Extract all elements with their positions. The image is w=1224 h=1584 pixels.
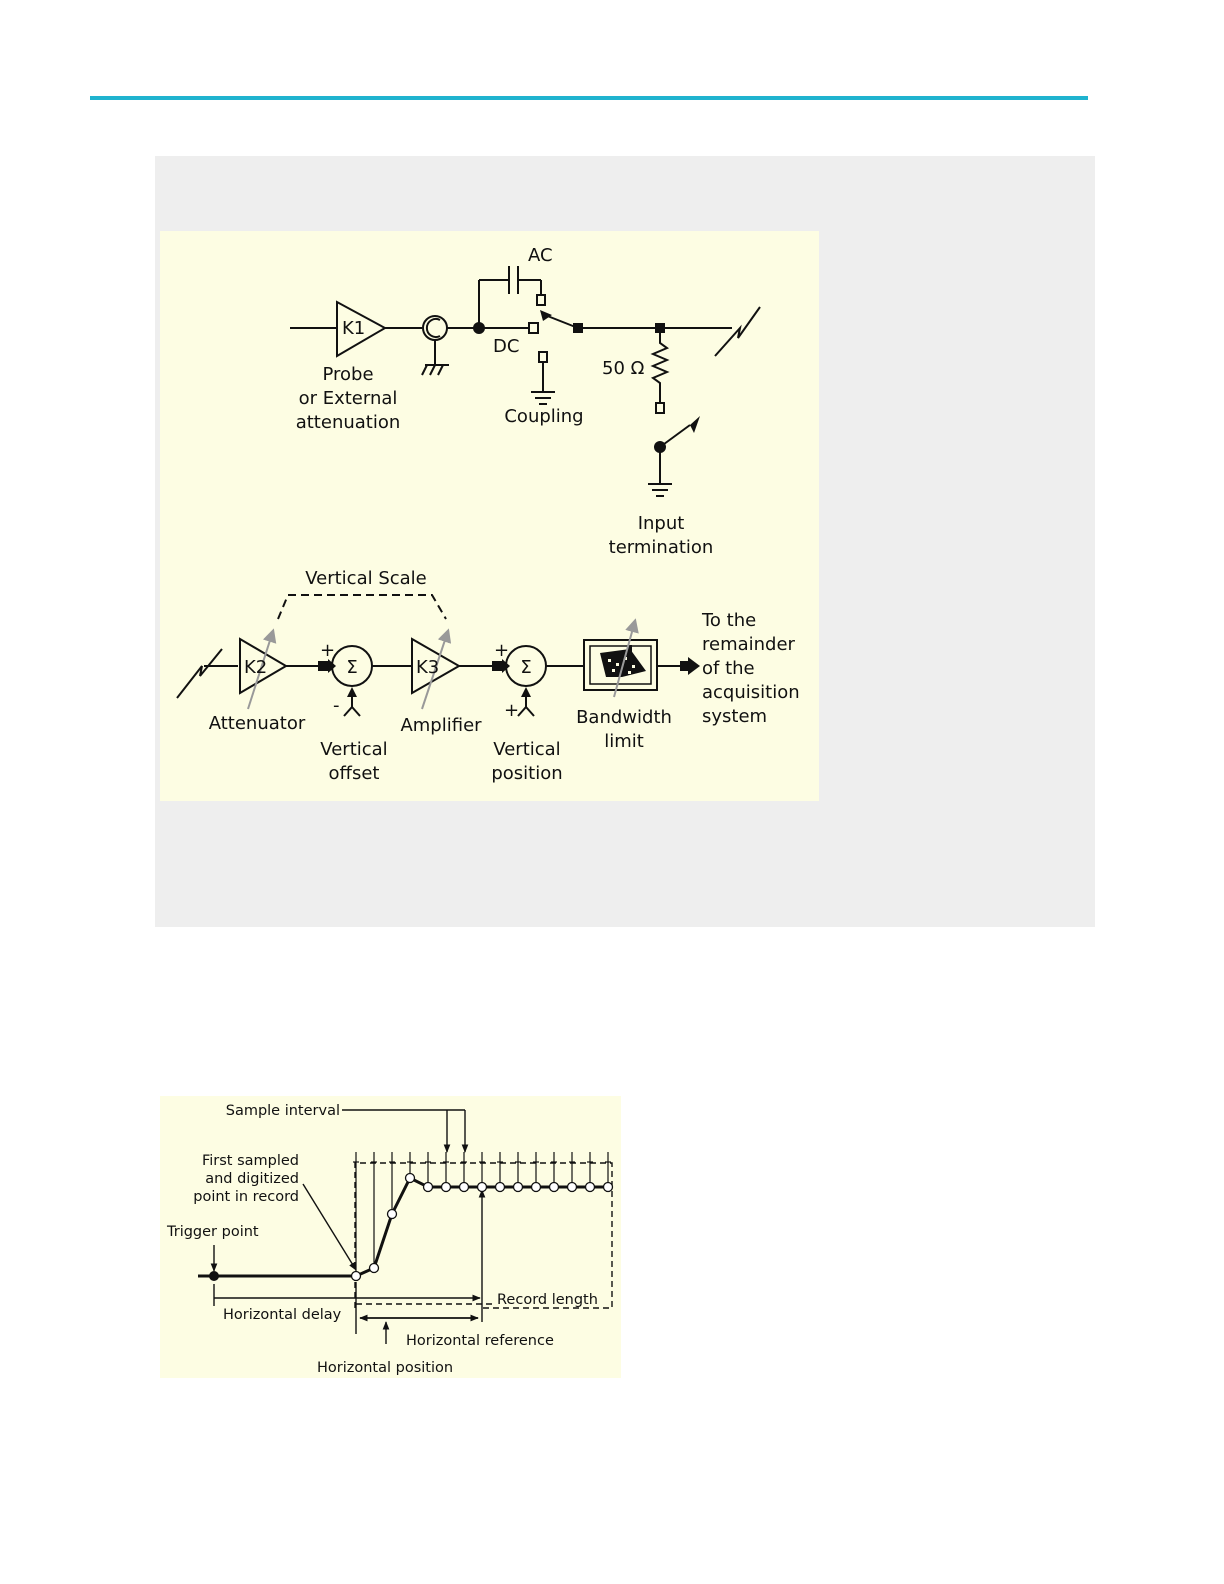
sample-point (548, 1181, 560, 1193)
probe-label-line1: Probe (322, 364, 373, 385)
fifty-ohm-label: 50 Ω (602, 358, 645, 379)
signal-break-symbol (714, 306, 761, 357)
termination-switch-arm (659, 424, 691, 448)
first-sampled-line2: and digitized (205, 1171, 299, 1187)
k1-label: K1 (342, 318, 365, 339)
coupling-label: Coupling (504, 406, 583, 427)
sigma-position: Σ (520, 657, 531, 678)
trigger-point-label: Trigger point (166, 1224, 259, 1240)
position-plus-sign-top: + (494, 640, 509, 661)
attenuator-label: Attenuator (209, 713, 306, 734)
sample-points (350, 1172, 614, 1282)
sample-point (386, 1208, 398, 1220)
sample-point (584, 1181, 596, 1193)
bandwidth-limit-line2: limit (604, 731, 644, 752)
sample-point (494, 1181, 506, 1193)
input-termination-line1: Input (638, 513, 685, 534)
sample-tick-marks (353, 1152, 611, 1271)
vertical-offset-line2: offset (329, 763, 380, 784)
horizontal-record-svg: Sample interval First sampled and digiti… (166, 1103, 614, 1376)
amplifier-label: Amplifier (400, 715, 482, 736)
sample-point (368, 1262, 380, 1274)
sample-point (476, 1181, 488, 1193)
sample-point (566, 1181, 578, 1193)
destination-line5: system (702, 706, 767, 727)
horizontal-record-diagram: Sample interval First sampled and digiti… (160, 1096, 621, 1378)
sample-point (440, 1181, 452, 1193)
destination-line2: remainder (702, 634, 796, 655)
probe-label-line2: or External (299, 388, 398, 409)
first-sampled-line1: First sampled (202, 1153, 299, 1169)
vertical-system-diagram: K1 Probe or External attenuation AC DC C… (160, 231, 819, 801)
vertical-position-line2: position (491, 763, 562, 784)
sample-point (350, 1270, 362, 1282)
vertical-offset-line1: Vertical (320, 739, 387, 760)
sample-point (422, 1181, 434, 1193)
sample-interval-label: Sample interval (226, 1103, 340, 1119)
vertical-scale-bracket (277, 594, 447, 620)
trigger-point-marker (209, 1271, 219, 1281)
k3-label: K3 (416, 657, 439, 678)
vertical-system-svg: K1 Probe or External attenuation AC DC C… (176, 245, 800, 784)
coupling-switch-arm (544, 314, 579, 329)
horizontal-reference-label: Horizontal reference (406, 1333, 554, 1349)
destination-line3: of the (702, 658, 755, 679)
sample-point (404, 1172, 416, 1184)
output-arrow (688, 657, 700, 675)
destination-line1: To the (701, 610, 756, 631)
input-termination-line2: termination (609, 537, 714, 558)
horizontal-position-label: Horizontal position (317, 1360, 453, 1376)
k2-attenuator-triangle (239, 637, 288, 695)
k2-label: K2 (244, 657, 267, 678)
sample-point (458, 1181, 470, 1193)
sample-point (602, 1181, 614, 1193)
vertical-position-line1: Vertical (493, 739, 560, 760)
vertical-scale-label: Vertical Scale (305, 568, 427, 589)
termination-resistor (650, 328, 670, 403)
destination-line4: acquisition (702, 682, 800, 703)
dc-label: DC (493, 336, 519, 357)
record-frame (354, 1162, 613, 1309)
ac-label: AC (528, 245, 553, 266)
probe-label-line3: attenuation (296, 412, 401, 433)
sample-point (530, 1181, 542, 1193)
position-plus-sign-bottom: + (504, 700, 519, 721)
record-length-label: Record length (497, 1292, 598, 1308)
header-rule (90, 96, 1088, 100)
sigma-offset: Σ (346, 657, 357, 678)
offset-minus-sign: - (333, 695, 340, 716)
sample-point (512, 1181, 524, 1193)
bandwidth-limit-line1: Bandwidth (576, 707, 672, 728)
k1-amplifier-triangle (336, 300, 388, 358)
horizontal-delay-label: Horizontal delay (223, 1307, 342, 1323)
offset-plus-sign: + (320, 640, 335, 661)
first-sampled-line3: point in record (193, 1189, 299, 1205)
